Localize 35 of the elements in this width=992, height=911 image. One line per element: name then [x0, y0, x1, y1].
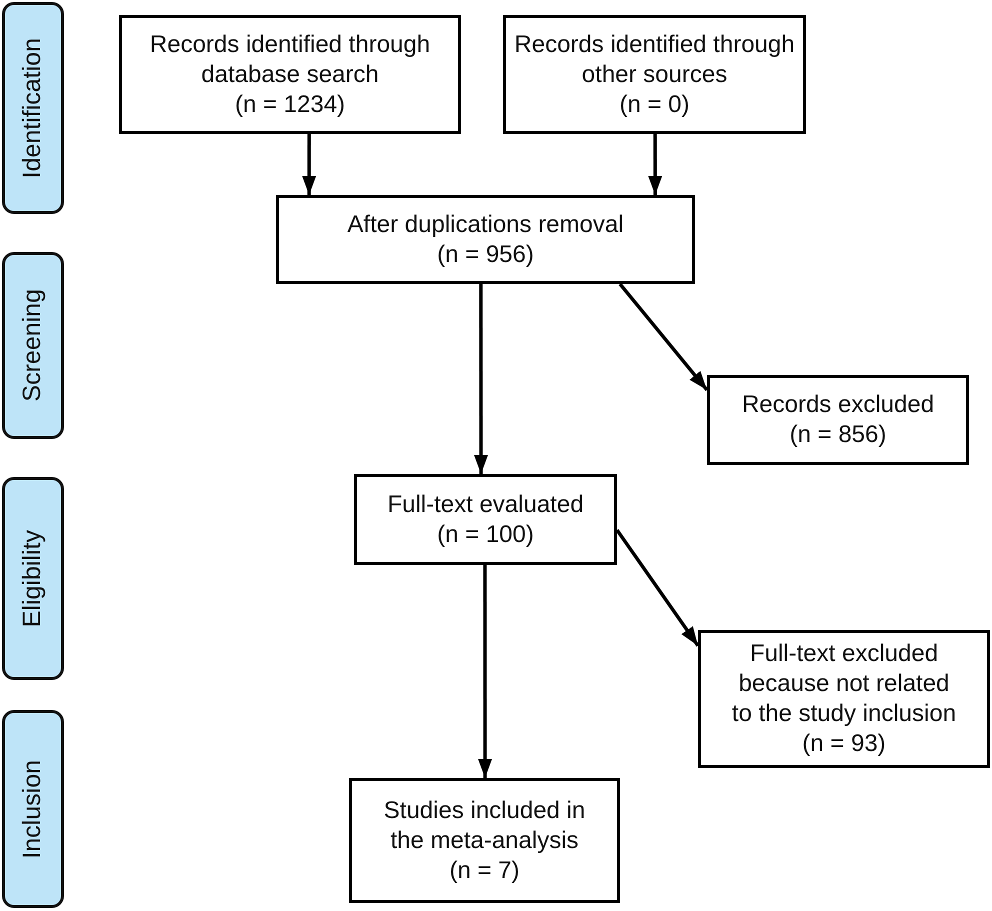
- process-box: [707, 375, 969, 465]
- box-text: (n = 856): [790, 420, 886, 450]
- box-text: Full-text excluded because not related to the study inclusion: [730, 639, 958, 729]
- box-text: (n = 93): [802, 729, 886, 759]
- box-text: (n = 1234): [234, 90, 346, 120]
- box-text: Records identified through other sources: [514, 30, 795, 90]
- box-text: (n = 7): [449, 856, 520, 886]
- stage-label: Identification: [19, 38, 47, 178]
- arrow: [616, 528, 700, 647]
- arrow: [302, 134, 316, 195]
- stage-tab: [2, 477, 64, 680]
- stage-label: Eligibility: [19, 530, 47, 628]
- stage-label: Inclusion: [19, 760, 47, 858]
- process-box: [276, 195, 695, 284]
- box-text: Studies included in the meta-analysis: [382, 796, 586, 856]
- arrow: [474, 284, 488, 474]
- arrow: [648, 134, 662, 195]
- stage-tab: [2, 2, 64, 214]
- process-box: [354, 474, 617, 565]
- box-text: Full-text evaluated: [387, 490, 584, 520]
- box-text: Records identified through database search: [148, 30, 432, 90]
- process-box: [349, 778, 620, 903]
- box-text: (n = 100): [437, 520, 534, 550]
- box-text: Records excluded: [742, 390, 934, 420]
- process-box: [503, 15, 806, 134]
- box-text: (n = 0): [619, 90, 690, 120]
- arrow: [618, 282, 708, 392]
- box-text: (n = 956): [437, 240, 534, 270]
- process-box: [119, 15, 461, 134]
- stage-label: Screening: [19, 289, 47, 402]
- stage-tab: [2, 710, 64, 908]
- arrow: [478, 565, 492, 778]
- process-box: [698, 630, 990, 768]
- stage-tab: [2, 252, 64, 439]
- box-text: After duplications removal: [347, 210, 624, 240]
